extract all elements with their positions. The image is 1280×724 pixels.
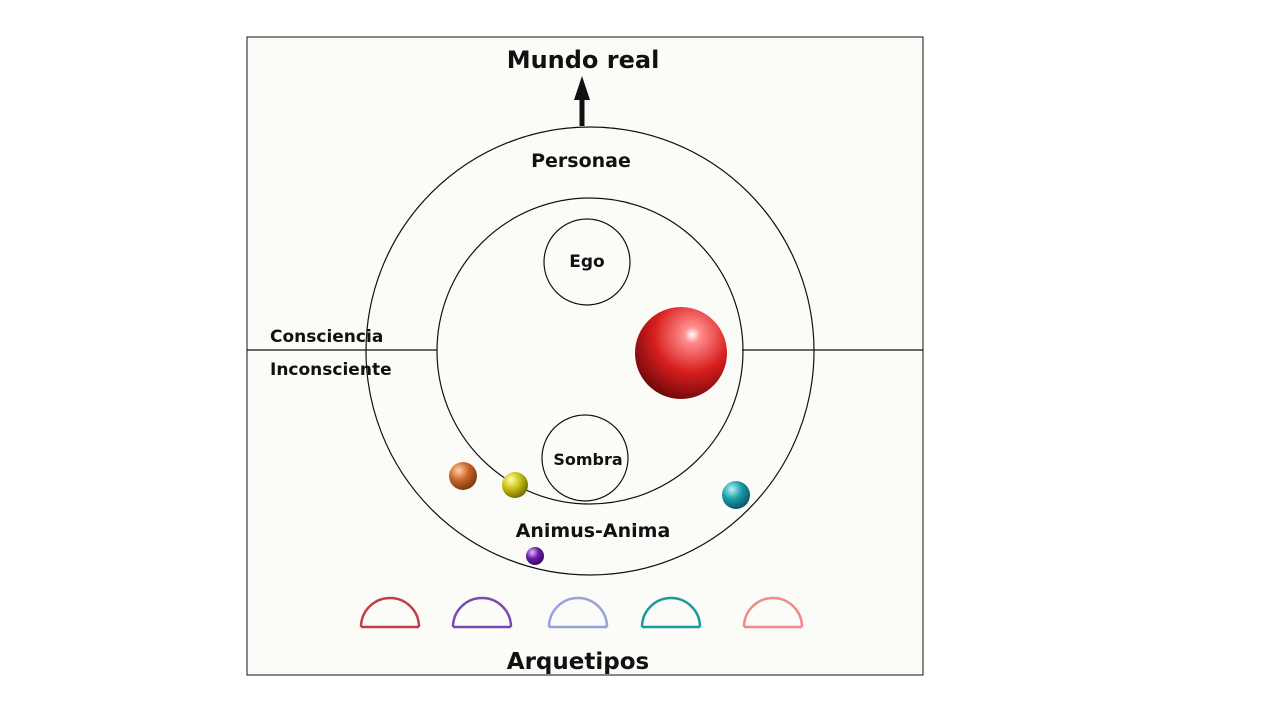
large-red-sphere <box>635 307 727 399</box>
archetypes-label: Arquetipos <box>507 649 649 675</box>
real-world-label: Mundo real <box>507 46 660 74</box>
orange-sphere <box>449 462 477 490</box>
teal-sphere <box>722 481 750 509</box>
archetype-dome-4 <box>640 596 702 629</box>
ego-circle <box>543 218 631 306</box>
outer-ring <box>365 126 815 576</box>
archetype-dome-3 <box>547 596 609 629</box>
consciousness-label: Consciencia <box>270 327 383 347</box>
up-arrow-icon <box>574 76 590 126</box>
archetype-dome-1 <box>359 596 421 629</box>
personas-label: Personae <box>531 150 631 172</box>
diagram-panel <box>246 36 924 676</box>
unconscious-label: Inconsciente <box>270 360 392 380</box>
ego-label: Ego <box>569 252 604 272</box>
shadow-label: Sombra <box>553 450 622 469</box>
archetype-domes <box>359 596 804 629</box>
purple-sphere <box>526 547 544 565</box>
inner-ring <box>436 197 744 505</box>
archetype-dome-5 <box>742 596 804 629</box>
animus-anima-label: Animus-Anima <box>516 520 671 542</box>
shadow-circle <box>541 414 629 502</box>
archetype-dome-2 <box>451 596 513 629</box>
yellow-sphere <box>502 472 528 498</box>
